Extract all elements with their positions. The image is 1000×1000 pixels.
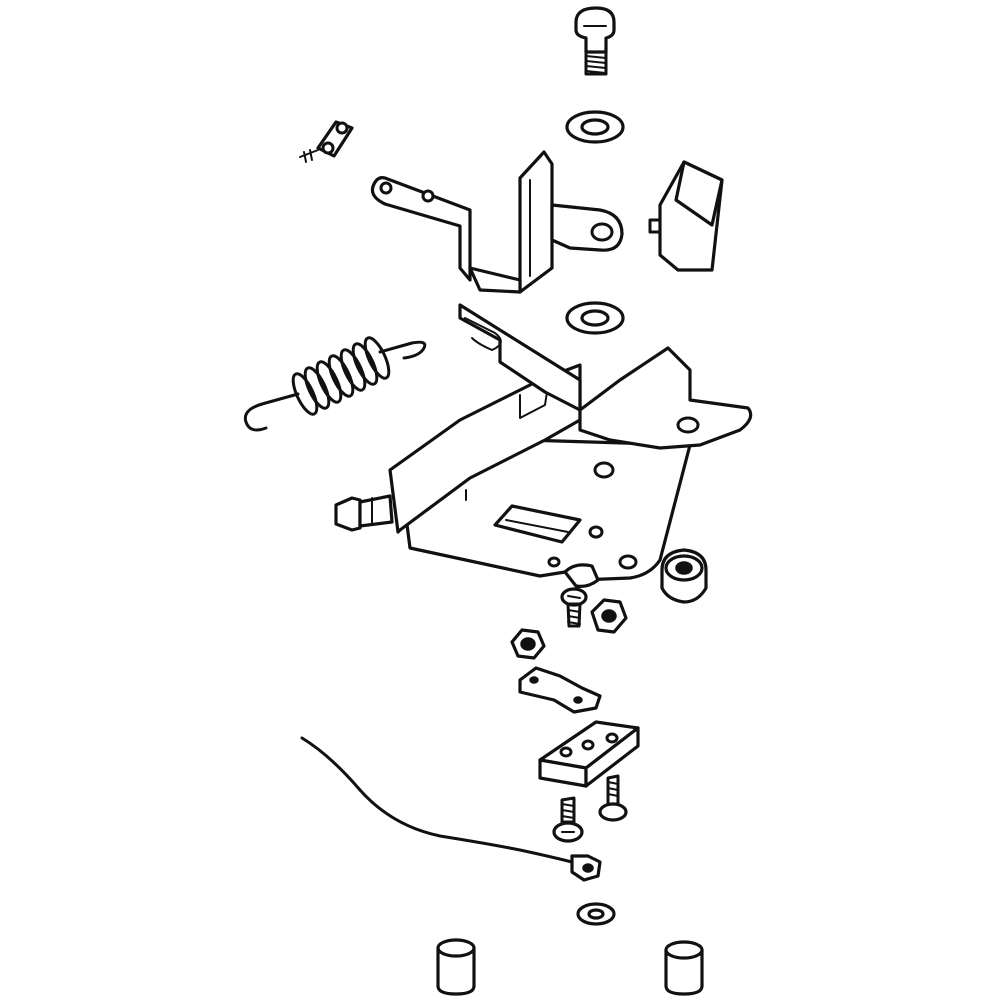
screw-left xyxy=(552,796,584,843)
flange-nut xyxy=(660,548,708,604)
bushing-left xyxy=(436,938,476,996)
tension-spring xyxy=(243,336,427,432)
hinge-plate xyxy=(538,720,640,788)
bushing-right xyxy=(664,940,704,996)
hex-nut-left xyxy=(510,628,546,660)
screw-right xyxy=(598,774,628,822)
screw xyxy=(560,587,588,628)
rectangular-block xyxy=(648,160,724,272)
hex-nut-right xyxy=(590,598,628,634)
upper-washer xyxy=(565,110,625,144)
upper-hinge-bracket xyxy=(370,150,624,294)
bottom-washer xyxy=(576,902,616,926)
link-strap xyxy=(518,666,602,714)
main-hinge-bracket xyxy=(388,303,753,588)
side-stud xyxy=(334,494,394,532)
small-screw-with-clip xyxy=(299,120,354,163)
top-shoulder-bolt xyxy=(574,6,616,76)
middle-washer xyxy=(565,301,625,335)
ground-wire xyxy=(300,736,602,882)
